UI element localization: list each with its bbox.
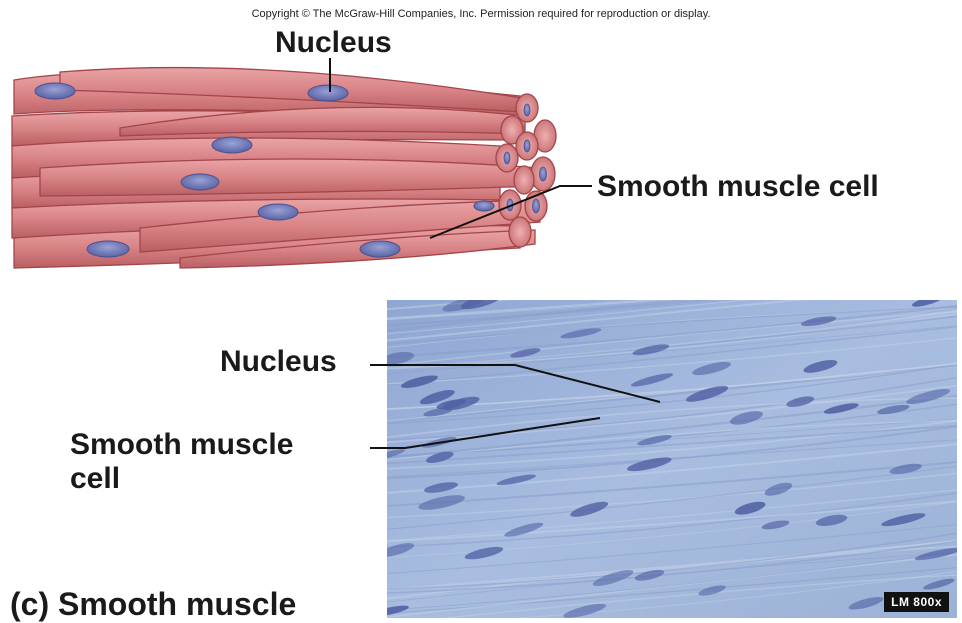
figure-caption: (c) Smooth muscle <box>10 586 296 623</box>
cell-label-micro-line1: Smooth muscle <box>70 428 293 462</box>
cell-label-micro-line2: cell <box>70 462 120 496</box>
micrograph-svg <box>387 300 957 618</box>
nucleus-label-top: Nucleus <box>275 26 392 60</box>
muscle-fiber-bundle <box>12 68 540 268</box>
magnification-badge: LM 800x <box>884 592 949 612</box>
smooth-muscle-illustration <box>0 0 962 300</box>
cell-label-top: Smooth muscle cell <box>597 170 879 204</box>
nucleus-label-micro: Nucleus <box>220 345 337 379</box>
micrograph-image: LM 800x <box>387 300 957 618</box>
